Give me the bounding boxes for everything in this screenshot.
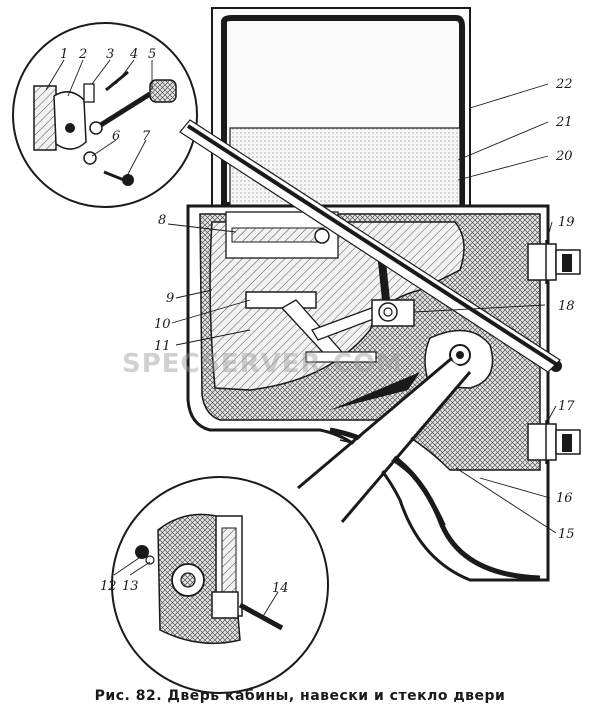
callout-1: 1 (60, 47, 68, 62)
callout-4: 4 (129, 47, 138, 62)
callout-18: 18 (558, 299, 575, 314)
callout-7: 7 (142, 129, 151, 144)
callout-14: 14 (272, 581, 289, 596)
callout-11: 11 (154, 339, 171, 354)
callout-10: 10 (154, 317, 171, 332)
callout-13: 13 (122, 579, 139, 594)
callout-9: 9 (166, 291, 174, 306)
door-glass (229, 127, 461, 207)
callout-3: 3 (106, 47, 114, 62)
lock-mechanism (225, 211, 339, 259)
callout-15: 15 (558, 527, 575, 542)
callout-16: 16 (556, 491, 573, 506)
detail-lock-parts (12, 22, 198, 208)
detail-handle-parts (111, 476, 329, 694)
callout-labels: 1 2 3 4 5 6 7 8 9 10 11 12 13 14 15 16 1… (60, 47, 575, 596)
upper-hinge (527, 240, 581, 284)
detail-handle-link (300, 360, 468, 520)
callout-8: 8 (158, 213, 166, 228)
callout-5: 5 (148, 47, 156, 62)
leader-lines (45, 59, 557, 619)
callout-20: 20 (555, 149, 573, 164)
callout-17: 17 (558, 399, 575, 414)
callout-19: 19 (558, 215, 575, 230)
callout-6: 6 (112, 129, 120, 144)
watermark-text: SPECSERVER.COM (122, 349, 403, 379)
callout-22: 22 (555, 77, 573, 92)
lower-hinge (527, 420, 581, 464)
callout-12: 12 (100, 579, 117, 594)
callout-2: 2 (78, 47, 87, 62)
window-regulator (245, 262, 415, 363)
figure-caption: Рис. 82. Дверь кабины, навески и стекло … (94, 688, 506, 704)
callout-21: 21 (555, 115, 573, 130)
